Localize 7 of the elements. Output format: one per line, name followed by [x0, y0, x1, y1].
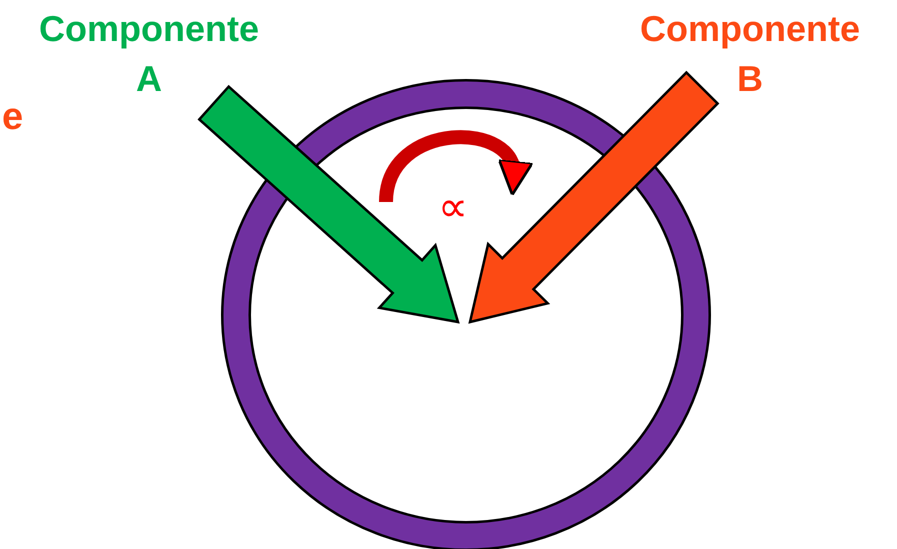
component-label: Componente B [625, 4, 875, 104]
angle-symbol: ∝ [438, 182, 468, 232]
block-arrow [198, 84, 460, 324]
ring [221, 79, 711, 549]
block-arrow [468, 70, 720, 324]
component-label: Componente A [24, 4, 274, 104]
text-fragment: e [2, 95, 24, 140]
